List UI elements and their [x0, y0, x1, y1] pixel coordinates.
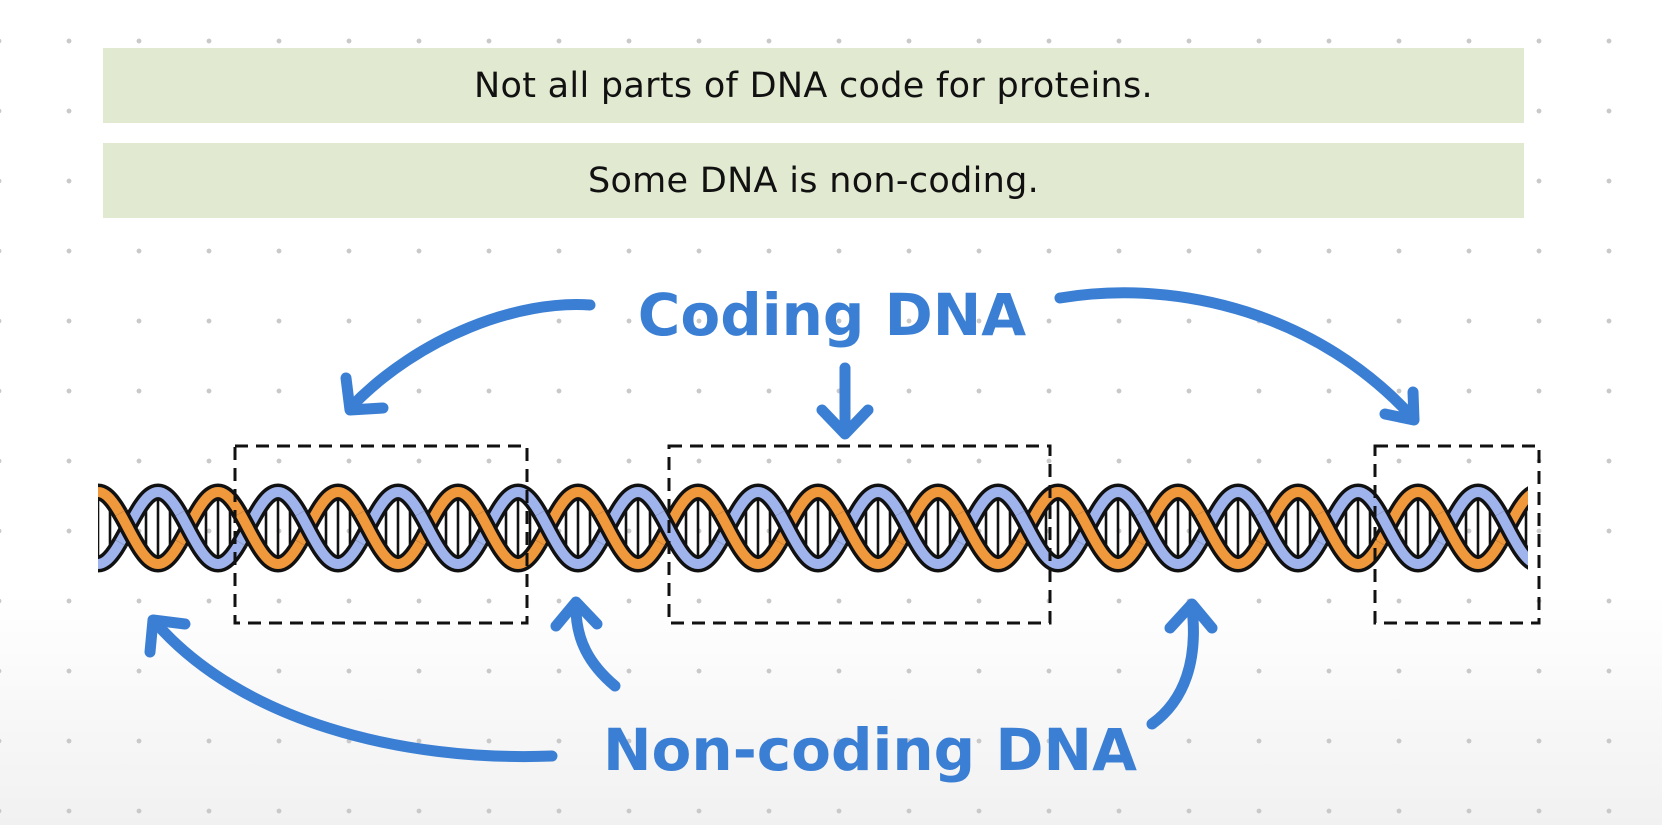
strand-orange-segment	[715, 510, 785, 570]
coding-region-box-3	[1373, 444, 1541, 625]
strand-blue-segment	[0, 492, 60, 543]
strand-orange-segment	[98, 486, 125, 516]
coding-region-box-2	[667, 444, 1052, 625]
arrow-noncoding-middle-head	[550, 596, 603, 632]
strand-orange-segment	[1435, 510, 1505, 570]
strand-blue-segment	[415, 510, 485, 570]
label-non-coding-dna: Non-coding DNA	[603, 716, 1137, 784]
strand-orange-segment	[595, 510, 665, 570]
arrow-noncoding-right	[1146, 602, 1199, 730]
strand-blue-segment	[535, 510, 605, 570]
arrow-noncoding-left-head	[144, 614, 191, 658]
strand-orange-segment	[235, 510, 305, 570]
strand-orange-segment	[1195, 510, 1265, 570]
strand-orange-segment	[115, 510, 185, 570]
banner-top: Not all parts of DNA code for proteins.	[103, 48, 1524, 123]
label-coding-dna: Coding DNA	[638, 281, 1026, 349]
strand-orange-segment	[835, 510, 905, 570]
arrow-coding-middle-head	[816, 404, 874, 440]
arrow-noncoding-middle	[570, 598, 621, 692]
strand-blue-segment	[895, 510, 965, 570]
arrow-coding-right	[1054, 287, 1419, 424]
strand-orange-segment	[955, 510, 1025, 570]
strand-blue-segment	[175, 510, 245, 570]
strand-blue-segment	[1255, 510, 1325, 570]
dna-double-helix	[0, 483, 1528, 573]
strand-blue-segment	[775, 510, 845, 570]
strand-orange-segment	[355, 510, 425, 570]
strand-blue-segment	[1495, 510, 1528, 566]
arrow-noncoding-left	[149, 616, 558, 763]
coding-region-box-1	[233, 444, 529, 625]
arrow-coding-right-head	[1379, 386, 1420, 426]
banner-top-text: Not all parts of DNA code for proteins.	[474, 65, 1153, 106]
strand-orange-segment-outline	[0, 513, 60, 564]
strand-blue-segment	[98, 540, 125, 570]
arrow-coding-left-head	[340, 372, 389, 416]
arrow-noncoding-right-head	[1164, 598, 1218, 634]
arrow-coding-left	[344, 299, 596, 414]
banner-bottom: Some DNA is non-coding.	[103, 143, 1524, 218]
strand-orange-segment	[1075, 510, 1145, 570]
strand-orange-segment	[0, 513, 60, 564]
banner-bottom-text: Some DNA is non-coding.	[587, 160, 1040, 201]
strand-orange-segment	[1315, 510, 1385, 570]
strand-blue-segment	[1375, 510, 1445, 570]
strand-orange-segment	[475, 510, 545, 570]
helix-strands	[0, 483, 1528, 573]
strand-blue-segment-outline	[0, 492, 60, 543]
strand-blue-segment	[1135, 510, 1205, 570]
strand-blue-segment	[295, 510, 365, 570]
